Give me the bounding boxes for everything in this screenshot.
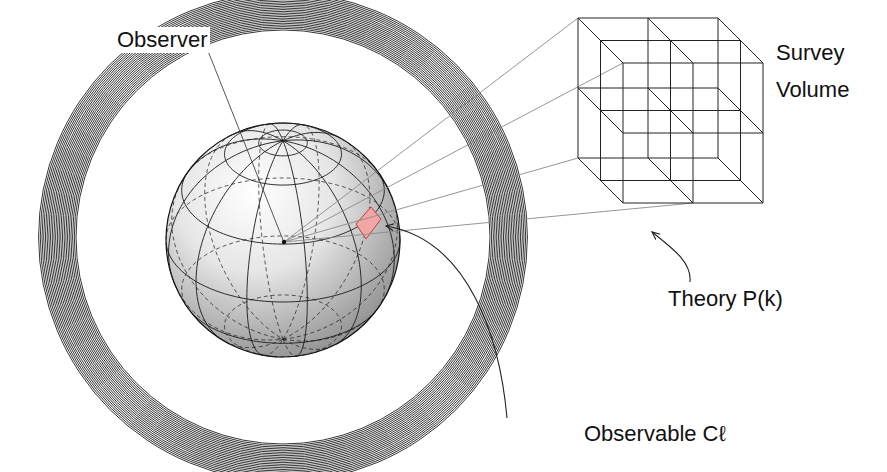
ring-line [51,5,516,470]
graticule-line [307,237,400,301]
ring-line [57,11,508,462]
cube-edge [623,203,763,204]
leader-arrow [652,232,690,282]
ring-line [69,23,497,451]
graticule-line [166,243,307,302]
ring-line [61,15,506,460]
projection-line [284,63,623,242]
graticule-line [225,295,342,357]
ring-line [39,0,528,472]
projection-line [284,18,578,242]
graticule-line [283,125,319,340]
ring-line [64,18,502,456]
leader-arrow [386,226,507,418]
ring-line [62,16,503,457]
graticule-line [176,288,283,340]
cube-edge [693,63,694,203]
ring-line [59,13,507,461]
ring-line [56,10,511,465]
cube-edge [578,158,718,159]
ring-line [68,22,499,453]
graticule-line [259,130,308,156]
shell-ring [39,0,528,472]
cube-edge [718,88,763,133]
ring-line [44,0,523,472]
graticule-line [169,140,390,288]
projection-line [284,203,693,242]
cube-edge [648,88,693,133]
graticule-line [304,309,378,342]
graticule-line [247,125,303,356]
graticule-line [172,182,283,339]
projection-lines [284,18,693,242]
ring-line [47,1,519,472]
ring-line [52,6,514,468]
cube-edge [718,158,763,203]
ring-line [45,0,520,472]
theory-label: Theory P(k) [668,286,783,312]
graticule-line [166,178,400,243]
graticule-line [225,123,342,185]
cube-edge [601,180,741,181]
leader-line [206,46,283,240]
ring-line [71,25,495,449]
ring-line [40,0,525,472]
observable-label: Observable Cℓ [584,421,726,447]
ring-line [73,27,494,448]
graticule-line [283,339,335,349]
graticule-line [263,339,283,355]
ring-line [74,28,491,445]
graticule-line [182,171,304,244]
survey-cube [578,18,763,203]
ring-line [76,30,490,444]
volume-label: Survey Volume [776,34,868,108]
observer-dot [282,240,286,244]
graticule-line [182,236,385,312]
projection-line [284,158,578,242]
cube-edge [763,63,764,203]
observer-label: Observer [114,27,210,53]
ring-line [54,8,512,466]
graticule-line [196,132,341,341]
graticule-line [283,339,296,356]
graticule-line [181,139,394,298]
ring-line [49,3,517,471]
ring-line [66,20,500,454]
ring-line [42,0,524,472]
